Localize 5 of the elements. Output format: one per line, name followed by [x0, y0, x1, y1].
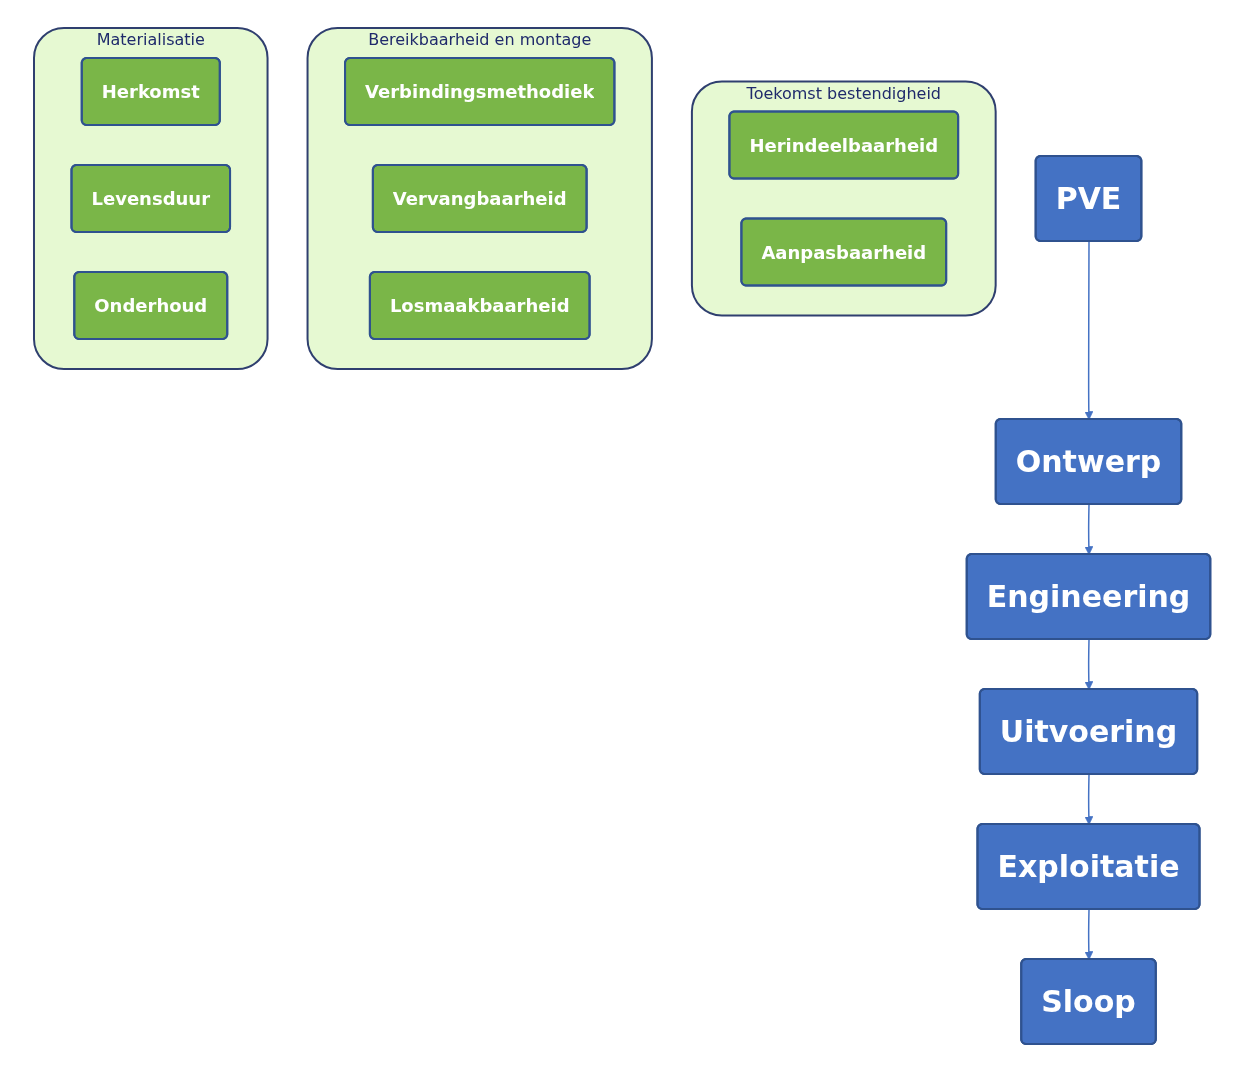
arrow	[1084, 773, 1094, 825]
arrow	[1084, 638, 1094, 690]
arrow	[1084, 503, 1094, 555]
arrow	[1084, 240, 1094, 420]
arrow	[1084, 908, 1094, 960]
